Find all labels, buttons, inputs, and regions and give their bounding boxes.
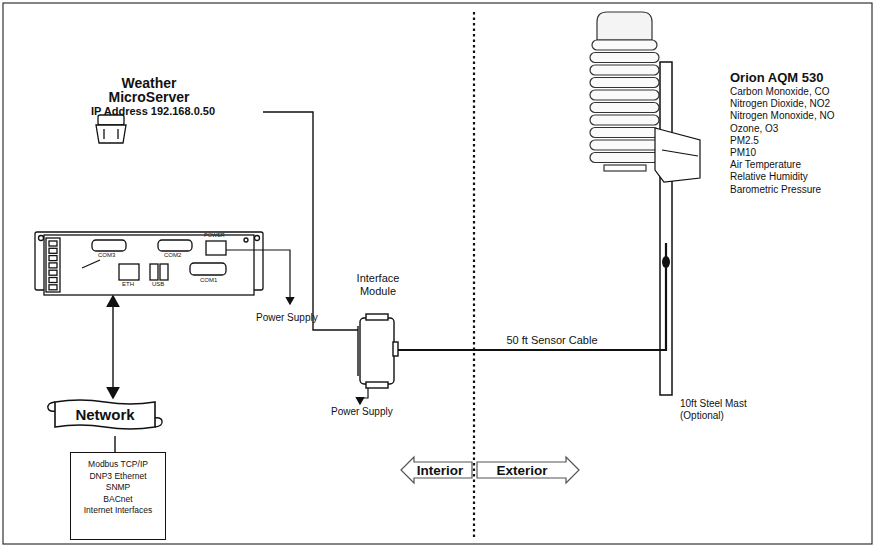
sensor-base	[604, 165, 646, 171]
interior-arrow	[401, 457, 472, 483]
module-tab	[366, 382, 388, 388]
network-label: Network	[45, 398, 165, 432]
plug-line	[103, 129, 104, 139]
sensor-parameter: Nitrogen Dioxide, NO2	[730, 98, 830, 110]
plug-body	[96, 125, 126, 143]
power-port	[206, 241, 226, 255]
terminal-block	[46, 238, 60, 292]
sensor-node: Orion AQM 530Carbon Monoxide, CONitrogen…	[585, 8, 867, 243]
mast-label: 10ft Steel Mast (Optional)	[680, 398, 762, 421]
module-tab	[366, 314, 388, 320]
cable-gland	[393, 342, 398, 356]
sensor-parameter: Barometric Pressure	[730, 184, 821, 196]
sensor-parameter: PM10	[730, 147, 756, 159]
sensor-band	[590, 78, 659, 88]
port-label: USB	[152, 281, 164, 288]
sensor-cable	[398, 243, 666, 350]
server-node: Weather MicroServerIP Address 192.168.0.…	[35, 76, 263, 296]
terminal-slot	[49, 270, 57, 275]
terminal-slot	[49, 241, 57, 246]
sensor-band	[592, 40, 657, 50]
usb-port	[160, 264, 168, 280]
power-label: Power Supply	[256, 312, 318, 324]
sensor-parameter: PM2.5	[730, 135, 759, 147]
terminal-slots	[49, 241, 57, 290]
sensor-title: Orion AQM 530	[730, 70, 823, 85]
sensor-bands	[590, 40, 659, 171]
bracket-line	[662, 150, 698, 156]
port-label: ETH	[122, 281, 134, 288]
terminal-slot	[49, 248, 57, 253]
frame	[3, 3, 872, 544]
port-label: POWER	[204, 232, 225, 238]
sensor-parameter: Ozone, O3	[730, 123, 778, 135]
terminal-slot	[49, 285, 57, 290]
sensor-cap	[597, 12, 652, 40]
ip-address: IP Address 192.168.0.50	[35, 105, 263, 118]
sensor-band	[590, 65, 659, 75]
eth-port	[119, 264, 139, 280]
module-body	[360, 318, 394, 384]
zone-label: Exterior	[480, 463, 564, 479]
divider	[473, 12, 475, 540]
screw	[244, 238, 248, 242]
banner-curl	[48, 402, 55, 411]
port-label: COM3	[98, 252, 115, 259]
protocol-name: BACnet	[73, 494, 163, 506]
led-symbol	[82, 260, 100, 268]
sensor-band	[590, 140, 659, 150]
terminal-slot	[49, 256, 57, 261]
power-label: Power Supply	[331, 406, 393, 418]
port-label: COM1	[200, 277, 217, 284]
wire	[263, 112, 358, 330]
module-node: Interface Module	[354, 272, 402, 388]
terminal-slot	[49, 278, 57, 283]
device-title: Weather MicroServer	[94, 76, 204, 104]
plug-line	[117, 129, 118, 139]
usb-port	[150, 264, 158, 280]
device-body	[44, 235, 254, 295]
sensor-band	[590, 115, 659, 125]
db9-plug	[96, 115, 126, 143]
module-edge	[357, 326, 358, 376]
terminal-slot	[49, 263, 57, 268]
sensor-band	[590, 153, 659, 163]
sensor-housing	[590, 12, 700, 182]
sensor-parameter: Air Temperature	[730, 159, 801, 171]
banner-curl	[155, 418, 162, 427]
sensor-parameter: Relative Humidity	[730, 171, 808, 183]
mount-hole	[255, 236, 260, 241]
network-link	[112, 296, 113, 398]
protocol-name: Internet Interfaces	[73, 505, 163, 517]
sensor-band	[590, 53, 659, 63]
cable-label: 50 ft Sensor Cable	[504, 334, 599, 347]
microserver-device	[35, 232, 263, 295]
com3-port	[92, 240, 126, 251]
sensor-band	[590, 128, 659, 138]
interface-module	[358, 314, 398, 388]
com1-port	[190, 263, 226, 275]
module-label: Interface Module	[344, 272, 412, 298]
protocol-name: DNP3 Ethernet	[73, 471, 163, 483]
sensor-band	[590, 90, 659, 100]
com2-port	[158, 240, 192, 251]
power-lead	[360, 388, 368, 404]
mount-bracket	[655, 128, 700, 182]
network-banner: Network	[45, 398, 165, 436]
wire	[114, 436, 115, 452]
protocol-name: SNMP	[73, 482, 163, 494]
zone-label: Interior	[408, 463, 472, 479]
exterior-arrow	[477, 457, 579, 483]
sensor-parameter: Carbon Monoxide, CO	[730, 86, 830, 98]
protocol-box: Modbus TCP/IPDNP3 EthernetSNMPBACnetInte…	[70, 452, 166, 540]
port-label: COM2	[164, 252, 181, 259]
mount-hole	[39, 236, 44, 241]
power-lead	[226, 250, 290, 304]
sensor-parameter: Nitrogen Monoxide, NO	[730, 110, 835, 122]
sensor-band	[590, 103, 659, 113]
protocol-name: Modbus TCP/IP	[73, 459, 163, 471]
